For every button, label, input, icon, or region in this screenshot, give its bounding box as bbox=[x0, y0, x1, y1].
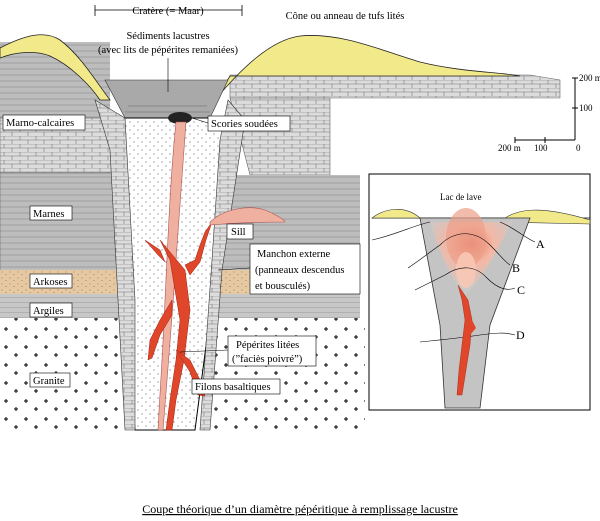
peperites-label-1: Pépérites litées bbox=[236, 340, 299, 351]
scale-h200: 200 m bbox=[498, 143, 521, 153]
inset-diagram: Lac de lave A B C D bbox=[368, 173, 591, 411]
sill bbox=[209, 207, 286, 226]
inset-label-d: D bbox=[516, 328, 525, 342]
sediments-label-2: (avec lits de pépérites remaniées) bbox=[98, 45, 238, 56]
scale-h100: 100 bbox=[534, 143, 548, 153]
inset-label-c: C bbox=[517, 283, 525, 297]
peperites-label-2: (”faciès poivré”) bbox=[232, 354, 303, 365]
marno-label: Marno-calcaires bbox=[6, 118, 74, 129]
scories-label: Scories soudées bbox=[211, 119, 278, 130]
granite-right bbox=[205, 318, 365, 433]
arkoses-label: Arkoses bbox=[33, 277, 67, 288]
scale-bar: 200 m 100 0 200 m 100 bbox=[498, 73, 600, 153]
manchon-label-1: Manchon externe bbox=[257, 249, 331, 260]
sheath-right bbox=[199, 99, 246, 431]
filons-label: Filons basaltiques bbox=[195, 382, 271, 393]
sheath-left bbox=[94, 99, 136, 431]
sediments-label-1: Sédiments lacustres bbox=[126, 31, 209, 42]
marnes-layer bbox=[0, 172, 129, 274]
argiles-label: Argiles bbox=[33, 306, 64, 317]
inset-lac-label: Lac de lave bbox=[440, 192, 481, 202]
upper-layer-right bbox=[229, 74, 561, 99]
tuff-cone-left bbox=[0, 34, 111, 101]
central-conduit bbox=[157, 121, 187, 431]
sill-label: Sill bbox=[231, 227, 246, 238]
figure-caption: Coupe théorique d’un diamètre pépéritiqu… bbox=[142, 502, 458, 516]
crater-lake bbox=[104, 79, 229, 119]
marno-right bbox=[229, 97, 331, 176]
cone-label: Cône ou anneau de tufs lités bbox=[286, 11, 405, 22]
granite-label: Granite bbox=[33, 376, 65, 387]
crater-label: Cratère (= Maar) bbox=[132, 6, 204, 17]
marnes-label: Marnes bbox=[33, 209, 65, 220]
manchon-label-3: et bousculés) bbox=[255, 281, 311, 292]
scale-v0: 0 bbox=[576, 143, 581, 153]
manchon-label-2: (panneaux descendus bbox=[255, 265, 345, 276]
scale-v100: 100 bbox=[579, 103, 593, 113]
scale-v200: 200 m bbox=[579, 73, 600, 83]
tuff-cone-right bbox=[214, 35, 521, 101]
inset-label-a: A bbox=[536, 237, 545, 251]
main-section: Cratère (= Maar) Cône ou anneau de tufs … bbox=[0, 5, 561, 433]
welded-scoria bbox=[168, 112, 192, 124]
inset-dykes bbox=[456, 284, 473, 396]
inset-label-b: B bbox=[512, 261, 520, 275]
argiles-right bbox=[212, 294, 360, 318]
